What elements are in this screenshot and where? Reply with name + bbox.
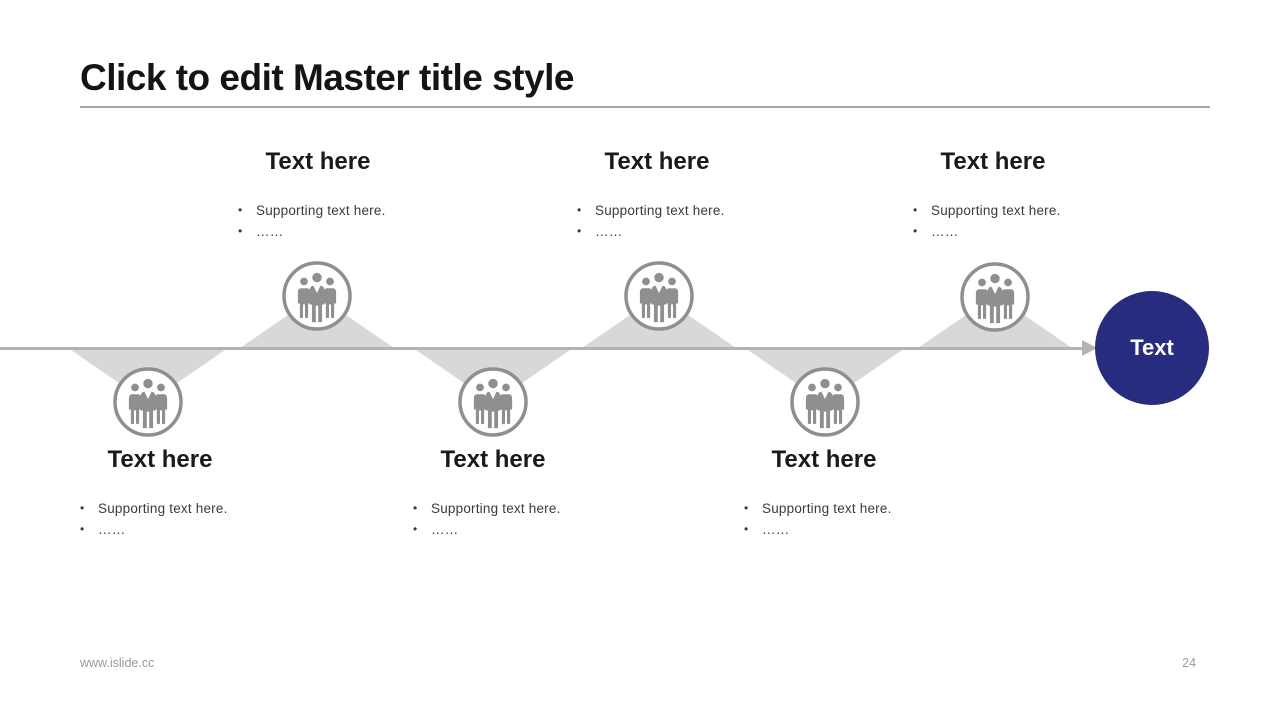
step-heading: Text here xyxy=(107,446,213,473)
step-text-block-5[interactable]: Text here Supporting text here. …… xyxy=(714,446,934,540)
step-bullet: Supporting text here. xyxy=(577,200,767,221)
people-group-icon xyxy=(112,366,184,438)
end-node-circle[interactable]: Text xyxy=(1095,291,1209,405)
step-heading: Text here xyxy=(265,148,371,175)
people-group-icon xyxy=(623,260,695,332)
title-underline xyxy=(80,106,1210,108)
step-text-block-3[interactable]: Text here Supporting text here. …… xyxy=(383,446,603,540)
step-bullet-list: Supporting text here. …… xyxy=(913,200,1103,242)
step-bullet: Supporting text here. xyxy=(238,200,428,221)
step-text-block-6[interactable]: Text here Supporting text here. …… xyxy=(883,148,1103,242)
step-heading: Text here xyxy=(604,148,710,175)
step-bullet: …… xyxy=(913,221,1103,242)
step-bullet: …… xyxy=(413,519,603,540)
slide-title[interactable]: Click to edit Master title style xyxy=(80,57,574,98)
end-node-label: Text xyxy=(1130,335,1174,360)
step-text-block-4[interactable]: Text here Supporting text here. …… xyxy=(547,148,767,242)
people-group-icon xyxy=(457,366,529,438)
people-group-icon xyxy=(789,366,861,438)
step-bullet: Supporting text here. xyxy=(744,498,934,519)
people-group-icon xyxy=(959,261,1031,333)
step-bullet: …… xyxy=(744,519,934,540)
step-bullet: Supporting text here. xyxy=(413,498,603,519)
step-bullet-list: Supporting text here. …… xyxy=(80,498,270,540)
step-bullet-list: Supporting text here. …… xyxy=(744,498,934,540)
right-arrow-icon xyxy=(1082,340,1097,356)
step-bullet-list: Supporting text here. …… xyxy=(577,200,767,242)
step-heading: Text here xyxy=(771,446,877,473)
step-text-block-1[interactable]: Text here Supporting text here. …… xyxy=(50,446,270,540)
step-heading: Text here xyxy=(940,148,1046,175)
step-bullet-list: Supporting text here. …… xyxy=(238,200,428,242)
footer-website-link[interactable]: www.islide.cc xyxy=(80,656,155,670)
step-heading: Text here xyxy=(440,446,546,473)
step-bullet-list: Supporting text here. …… xyxy=(413,498,603,540)
step-bullet: Supporting text here. xyxy=(80,498,270,519)
step-bullet: …… xyxy=(238,221,428,242)
step-bullet: …… xyxy=(80,519,270,540)
step-text-block-2[interactable]: Text here Supporting text here. …… xyxy=(208,148,428,242)
step-bullet: Supporting text here. xyxy=(913,200,1103,221)
step-bullet: …… xyxy=(577,221,767,242)
timeline-line xyxy=(0,347,1082,350)
page-number: 24 xyxy=(1182,656,1196,670)
people-group-icon xyxy=(281,260,353,332)
